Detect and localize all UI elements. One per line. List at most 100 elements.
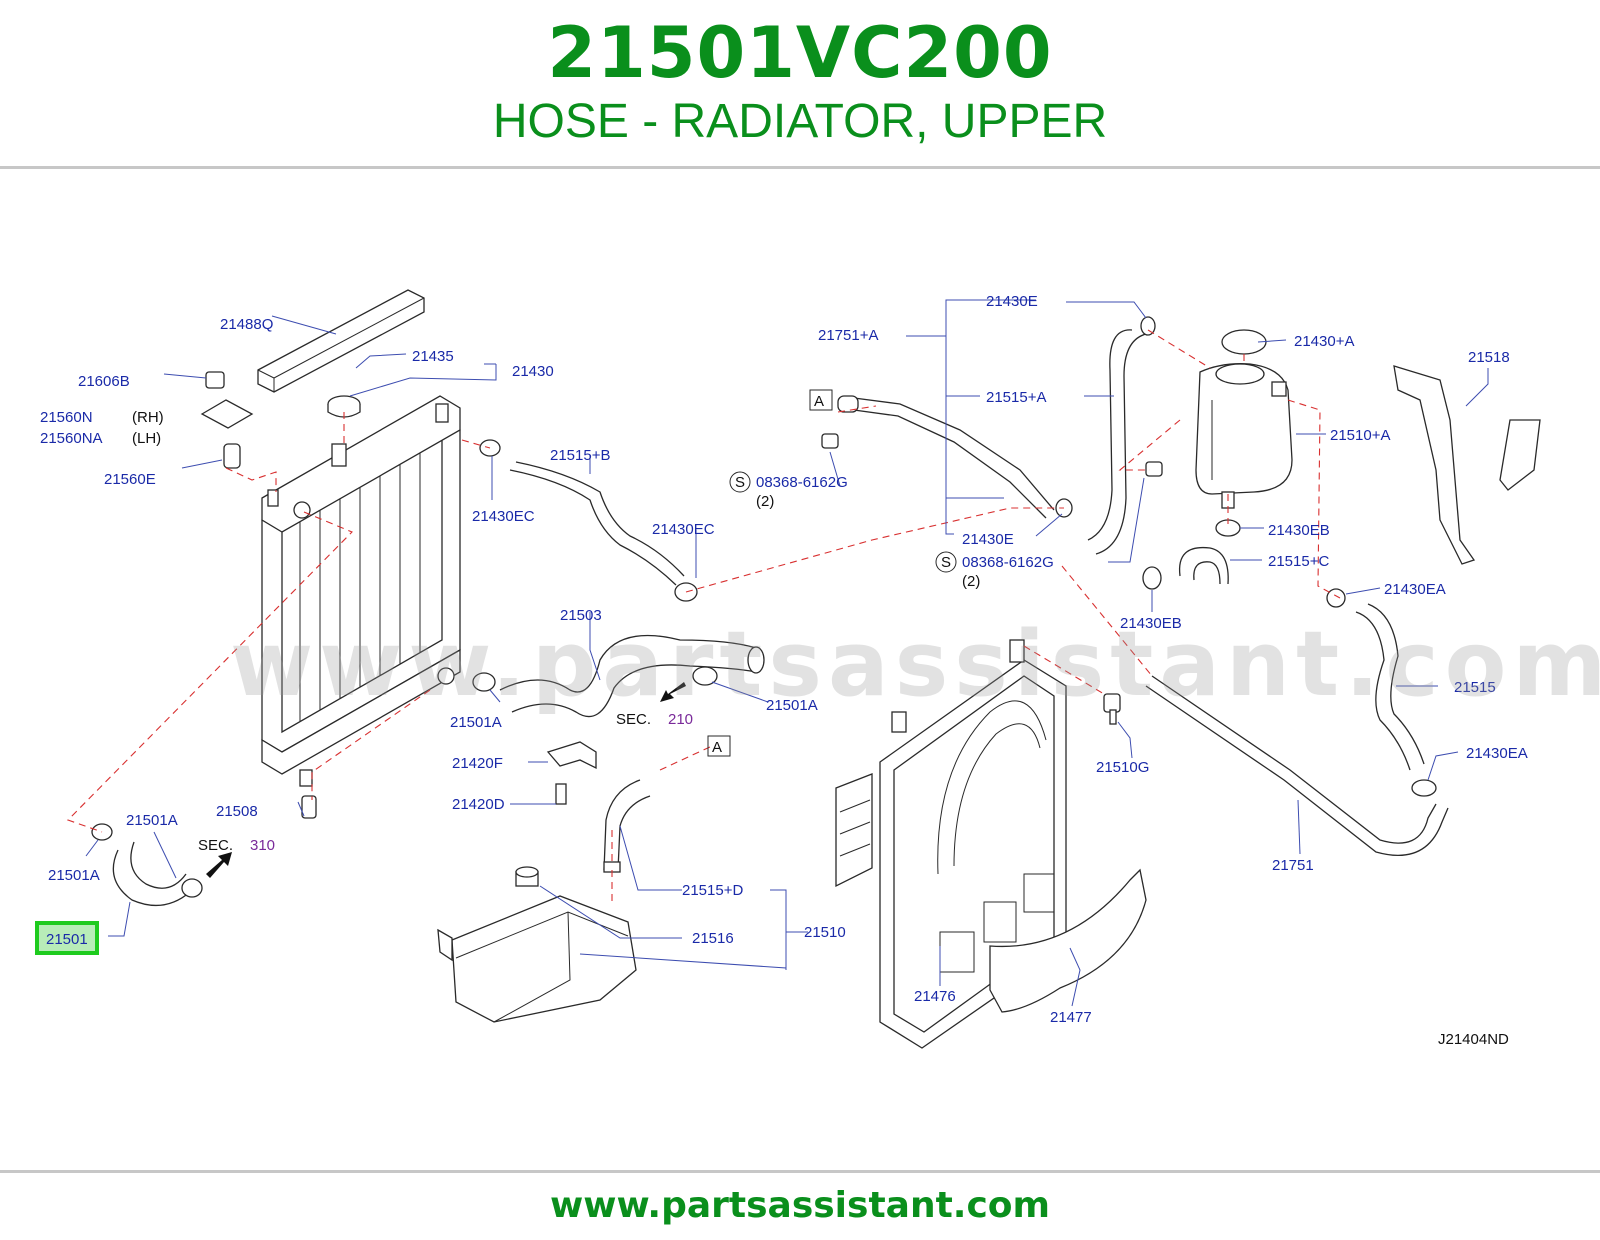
label-21501A-1[interactable]: 21501A: [450, 714, 502, 731]
ref-a-left-text: A: [814, 393, 824, 410]
clamp-21430E-upper: [1140, 316, 1156, 336]
pipe-21751A: [853, 397, 1055, 511]
part-labels: 21488Q 21435 21430 21606B 21560N (RH) 21…: [40, 293, 1528, 1048]
pipe-21751: [1151, 675, 1437, 844]
label-21518[interactable]: 21518: [1468, 349, 1510, 366]
label-21508[interactable]: 21508: [216, 803, 258, 820]
label-21477[interactable]: 21477: [1050, 1009, 1092, 1026]
label-21430E-1[interactable]: 21430E: [986, 293, 1038, 310]
s-mark-left-text: S: [735, 474, 745, 491]
label-bolt-left[interactable]: 08368-6162G: [756, 474, 848, 491]
hose-21515: [1355, 611, 1411, 771]
label-bolt-right[interactable]: 08368-6162G: [962, 554, 1054, 571]
label-21515[interactable]: 21515: [1454, 679, 1496, 696]
s-mark-right: [935, 551, 957, 573]
seal-strip-21488Q: [257, 289, 425, 393]
leader-lines: [85, 299, 1489, 1007]
label-21435[interactable]: 21435: [412, 348, 454, 365]
label-21515A[interactable]: 21515+A: [986, 389, 1046, 406]
clamp-21501A-lower-right: [181, 878, 203, 898]
label-21430EC-2[interactable]: 21430EC: [652, 521, 715, 538]
hose-21515A: [1087, 329, 1133, 541]
sec-arrow-210: [660, 682, 686, 702]
label-21510[interactable]: 21510: [804, 924, 846, 941]
hose-21515D: [603, 779, 641, 871]
ref-box-a-left: [809, 389, 833, 411]
label-21501A-3[interactable]: 21501A: [126, 812, 178, 829]
label-sec-210: SEC.: [616, 711, 651, 728]
bolt-21420D: [555, 783, 567, 805]
label-21430EB-1[interactable]: 21430EB: [1268, 522, 1330, 539]
bracket-21518: [1393, 365, 1476, 565]
label-21430EA-1[interactable]: 21430EA: [1384, 581, 1446, 598]
label-21560N-side: (RH): [132, 409, 164, 426]
label-21420F[interactable]: 21420F: [452, 755, 503, 772]
ref-a-center-text: A: [712, 739, 722, 756]
bolt-21510G: [1103, 693, 1121, 713]
label-21560NA-side: (LH): [132, 430, 161, 447]
label-21430[interactable]: 21430: [512, 363, 554, 380]
clamp-21430EA-upper: [1326, 588, 1346, 608]
label-21515B[interactable]: 21515+B: [550, 447, 610, 464]
reservoir-tank-21510: [437, 866, 637, 1023]
label-21430EA-2[interactable]: 21430EA: [1466, 745, 1528, 762]
label-21515C[interactable]: 21515+C: [1268, 553, 1329, 570]
clamp-21430EB-lower: [1142, 566, 1162, 590]
bolt-08368-right: [1145, 461, 1163, 477]
nut-21606B: [205, 371, 225, 389]
radiator-core: [261, 395, 461, 787]
label-21430A[interactable]: 21430+A: [1294, 333, 1354, 350]
hose-21515C: [1178, 546, 1229, 585]
part-drawings: [91, 289, 1541, 1049]
header-divider: [0, 166, 1600, 169]
label-21430EB-2[interactable]: 21430EB: [1120, 615, 1182, 632]
label-21751A[interactable]: 21751+A: [818, 327, 878, 344]
part-description: HOSE - RADIATOR, UPPER: [492, 95, 1108, 148]
qty-left: (2): [756, 493, 774, 510]
label-sec-310: SEC.: [198, 837, 233, 854]
label-sec-310-number[interactable]: 310: [250, 837, 275, 854]
lower-shroud-21477: [989, 868, 1147, 1013]
bolt-08368-left: [821, 433, 839, 449]
label-21510G[interactable]: 21510G: [1096, 759, 1149, 776]
label-21510A[interactable]: 21510+A: [1330, 427, 1390, 444]
clamp-21501A-right: [692, 666, 718, 686]
s-mark-left: [729, 471, 751, 493]
label-21516[interactable]: 21516: [692, 930, 734, 947]
label-21751[interactable]: 21751: [1272, 857, 1314, 874]
label-21501[interactable]: 21501: [46, 931, 88, 948]
coolant-tank-21510A: [1195, 363, 1293, 509]
qty-right: (2): [962, 573, 980, 590]
hose-21515B: [509, 469, 677, 586]
hose-21501: [112, 849, 191, 906]
highlight-box-21501[interactable]: [35, 921, 99, 955]
clamp-21501A-left: [472, 672, 496, 692]
footer-site[interactable]: www.partsassistant.com: [549, 1185, 1051, 1226]
label-21560NA[interactable]: 21560NA: [40, 430, 103, 447]
label-21503[interactable]: 21503: [560, 607, 602, 624]
label-21515D[interactable]: 21515+D: [682, 882, 743, 899]
label-21420D[interactable]: 21420D: [452, 796, 505, 813]
label-21606B[interactable]: 21606B: [78, 373, 130, 390]
label-21476[interactable]: 21476: [914, 988, 956, 1005]
drain-plug-21508: [301, 795, 317, 819]
diagram-code: J21404ND: [1438, 1031, 1509, 1048]
label-21501A-2[interactable]: 21501A: [766, 697, 818, 714]
label-sec-210-number[interactable]: 210: [668, 711, 693, 728]
label-21560N[interactable]: 21560N: [40, 409, 93, 426]
sec-arrow-310: [206, 852, 232, 878]
label-21488Q[interactable]: 21488Q: [220, 316, 273, 333]
s-mark-right-text: S: [941, 554, 951, 571]
hose-21503: [499, 634, 757, 693]
part-number-title: 21501VC200: [547, 12, 1053, 94]
label-21430EC-1[interactable]: 21430EC: [472, 508, 535, 525]
ref-box-a-center: [707, 735, 731, 757]
label-21560E[interactable]: 21560E: [104, 471, 156, 488]
label-21430E-2[interactable]: 21430E: [962, 531, 1014, 548]
bracket-21420F: [546, 741, 597, 770]
rubber-21560E: [223, 443, 241, 469]
label-21501A-4[interactable]: 21501A: [48, 867, 100, 884]
clamp-21430EA-lower: [1411, 779, 1437, 797]
bracket-21560N: [200, 399, 254, 429]
